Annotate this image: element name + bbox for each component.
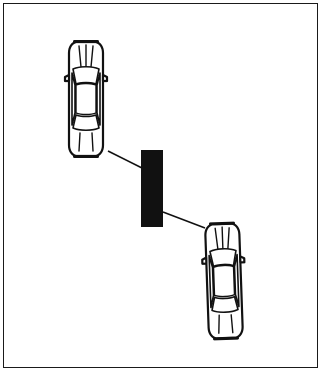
obstacle-block [141, 150, 163, 227]
car-top-view-icon [201, 221, 247, 340]
connector-line-obstacle-car2 [163, 212, 205, 228]
connector-line-car1-obstacle [108, 151, 142, 168]
car-top-view-icon [65, 40, 107, 158]
